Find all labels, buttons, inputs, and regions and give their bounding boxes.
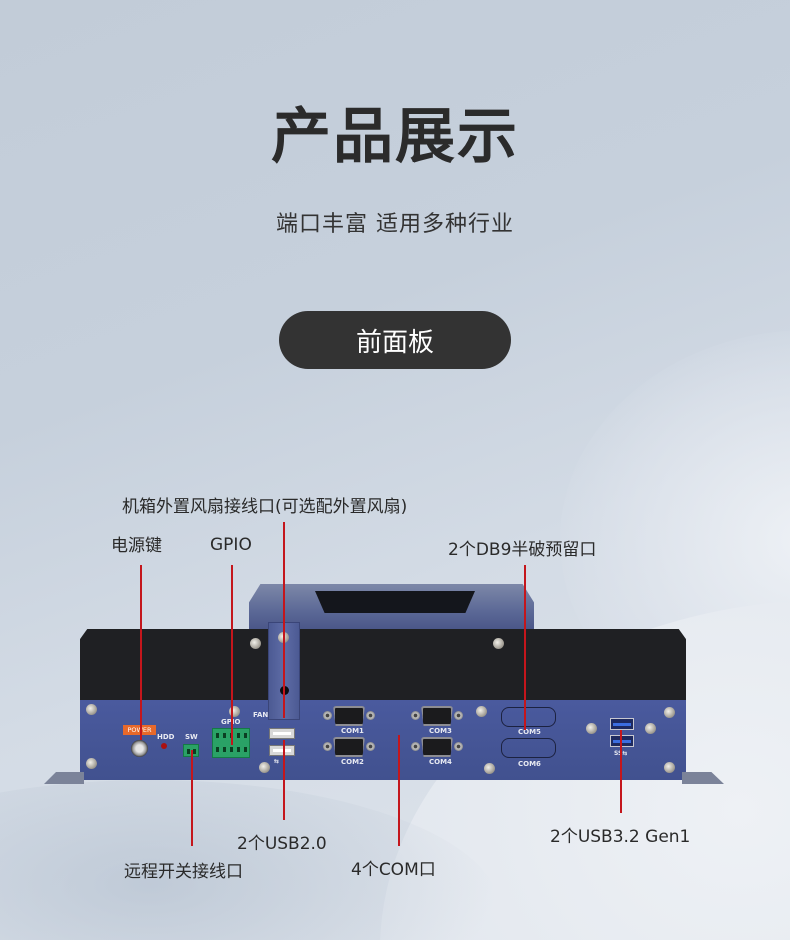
screw-icon [476, 706, 487, 717]
chassis-front-plate [80, 700, 686, 780]
callout-com-ports: 4个COM口 [351, 860, 436, 880]
screw-icon [86, 758, 97, 769]
callout-fan-connector: 机箱外置风扇接线口(可选配外置风扇) [122, 497, 408, 517]
screw-icon [645, 723, 656, 734]
usb-symbol-icon: ⇆ [274, 758, 280, 765]
screw-icon [259, 762, 270, 773]
screw-icon [86, 704, 97, 715]
screw-icon [586, 723, 597, 734]
screw-icon [229, 706, 240, 717]
callout-usb3: 2个USB3.2 Gen1 [550, 827, 691, 847]
callout-gpio: GPIO [210, 535, 252, 555]
screw-icon [493, 638, 504, 649]
usb3-port [610, 718, 634, 730]
fan-opening [315, 591, 475, 613]
callout-line-remote-switch [191, 750, 193, 846]
front-panel-tab-label: 前面板 [355, 327, 434, 358]
com1-port [323, 706, 375, 726]
com3-marking: COM3 [429, 727, 452, 735]
callout-line-db9 [524, 565, 526, 730]
screw-icon [484, 763, 495, 774]
callout-line-usb2 [283, 740, 285, 820]
hdd-marking: HDD [157, 733, 175, 741]
callout-line-com [398, 735, 400, 846]
screw-icon [664, 707, 675, 718]
callout-power-key: 电源键 [111, 536, 162, 556]
usb2-port [269, 728, 295, 739]
callout-line-power [140, 565, 142, 740]
sw-marking: SW [185, 733, 198, 741]
power-button-icon [131, 740, 148, 757]
fan-marking: FAN [253, 711, 269, 719]
com1-marking: COM1 [341, 727, 364, 735]
screw-icon [250, 638, 261, 649]
com2-port [323, 737, 375, 757]
front-panel-tab[interactable]: 前面板 [279, 311, 511, 369]
fan-jack [280, 686, 289, 695]
com2-marking: COM2 [341, 758, 364, 766]
callout-usb2: 2个USB2.0 [237, 834, 327, 854]
com6-marking: COM6 [518, 760, 541, 768]
callout-line-gpio [231, 565, 233, 745]
callout-db9-reserved: 2个DB9半破预留口 [448, 540, 597, 560]
chassis-heatsink-top [80, 629, 686, 701]
hdd-led [161, 743, 167, 749]
callout-remote-switch: 远程开关接线口 [124, 862, 243, 882]
com4-marking: COM4 [429, 758, 452, 766]
com6-knockout [501, 738, 556, 758]
usb3-port [610, 735, 634, 747]
page-subtitle: 端口丰富 适用多种行业 [276, 212, 514, 237]
mounting-foot-left [44, 772, 84, 784]
callout-line-fan [283, 522, 285, 718]
usb2-port [269, 745, 295, 756]
gpio-marking: GPIO [221, 718, 240, 726]
callout-line-usb3 [620, 730, 622, 813]
com4-port [411, 737, 463, 757]
com3-port [411, 706, 463, 726]
mounting-foot-right [682, 772, 724, 784]
com5-knockout [501, 707, 556, 727]
com5-marking: COM5 [518, 728, 541, 736]
page-title: 产品展示 [271, 102, 519, 172]
screw-icon [664, 762, 675, 773]
power-tag: POWER [123, 725, 156, 735]
